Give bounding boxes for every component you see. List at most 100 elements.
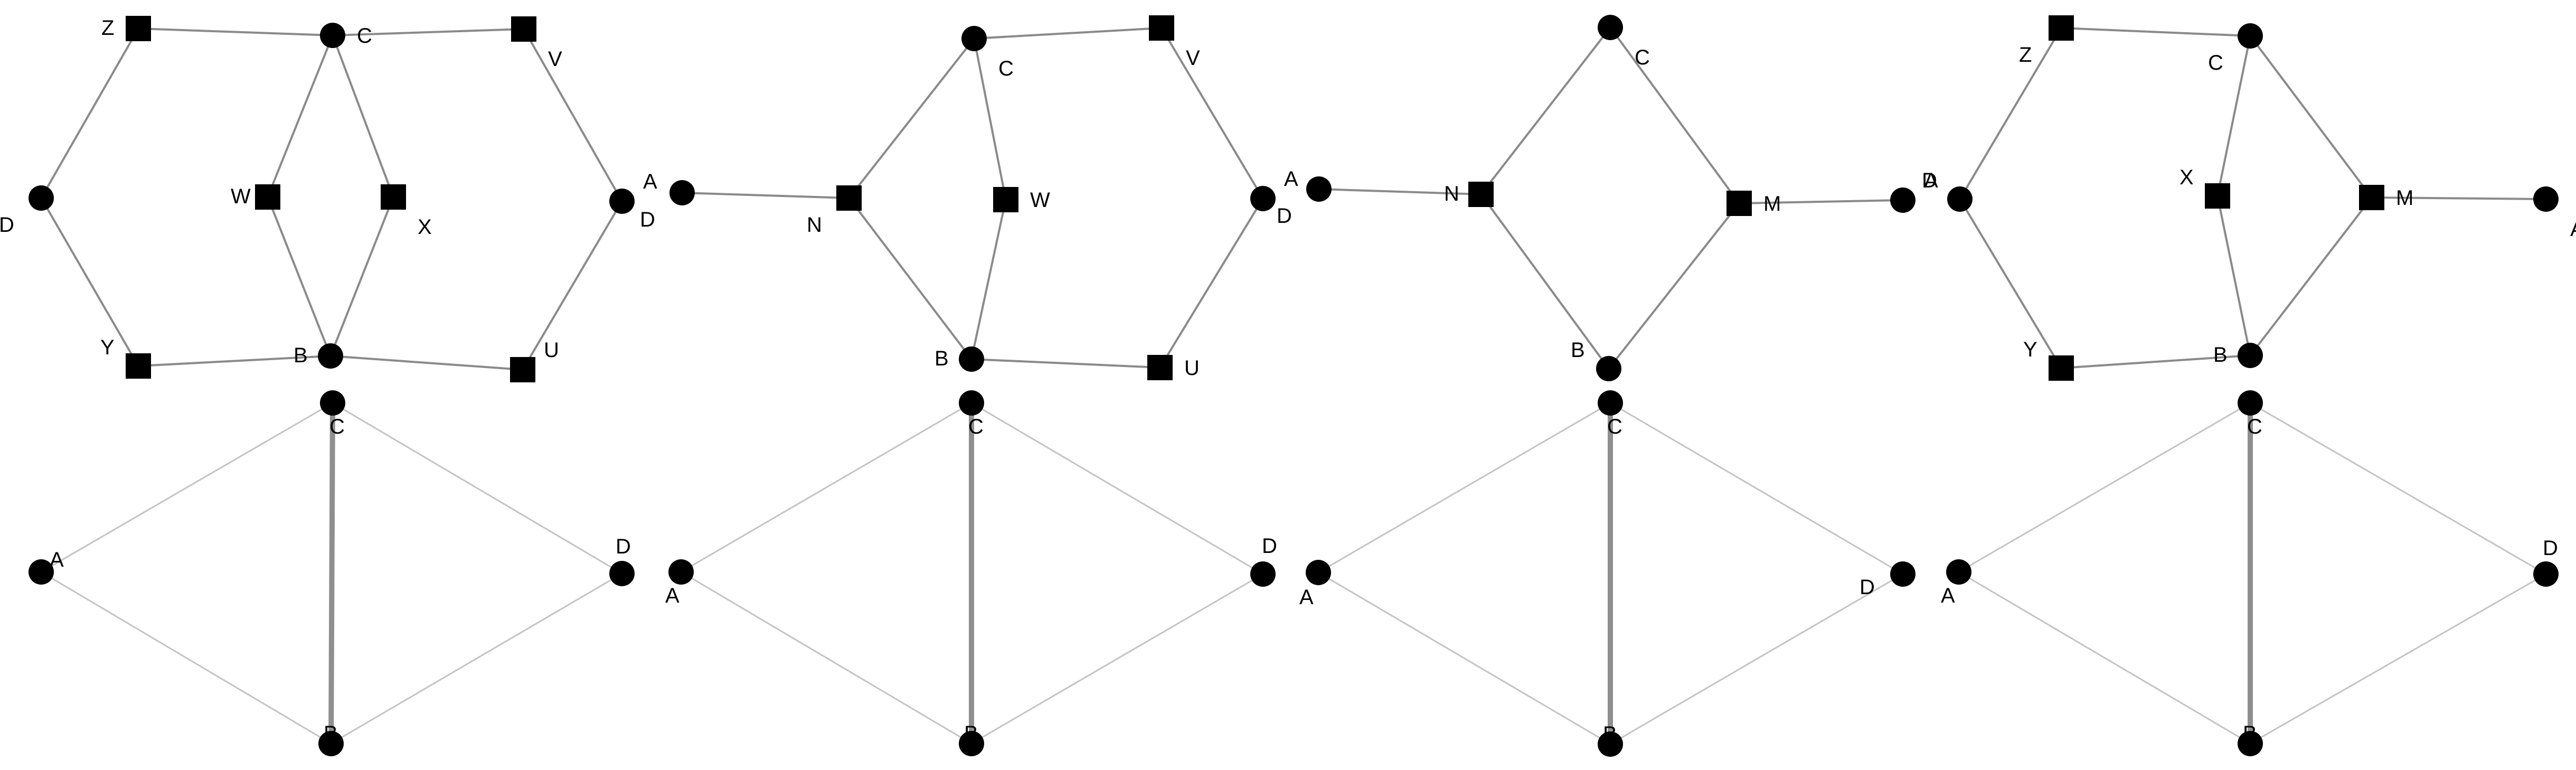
node-label-C: C <box>1635 46 1650 69</box>
node-label-D: D <box>1277 204 1292 228</box>
node-label-D: D <box>616 535 631 558</box>
node-A-circle <box>2533 186 2559 212</box>
edge-N-B <box>1480 193 1610 370</box>
node-N-square <box>1468 182 1494 207</box>
node-label-C: C <box>968 415 984 438</box>
node-Z-square <box>126 16 151 41</box>
node-label-Y: Y <box>2023 338 2037 361</box>
node-label-D: D <box>640 208 655 231</box>
node-label-U: U <box>544 339 559 362</box>
node-D-circle <box>1250 561 1276 587</box>
edge-C-X <box>2216 35 2251 196</box>
edge-C-A <box>681 402 972 573</box>
node-label-D: D <box>0 213 14 237</box>
edge-A-B <box>1318 571 1611 745</box>
node-C-circle <box>320 23 345 48</box>
node-B-circle <box>318 731 344 756</box>
node-label-A: A <box>1299 586 1314 609</box>
edge-Z-C <box>2061 27 2251 37</box>
node-A-circle <box>668 559 694 585</box>
edge-M-B <box>1608 202 1740 370</box>
edge-Y-B <box>138 355 331 367</box>
node-B-circle <box>318 343 343 369</box>
node-W-square <box>255 184 280 210</box>
edge-D-B <box>331 572 622 745</box>
edge-M-A <box>2371 196 2546 200</box>
node-D-circle <box>1306 176 1332 202</box>
node-label-B: B <box>935 347 949 370</box>
edge-C-D <box>1610 402 1903 575</box>
node-B-circle <box>959 731 984 756</box>
edge-Z-D <box>1959 27 2062 200</box>
node-label-B: B <box>294 344 308 367</box>
edge-M-B <box>2249 196 2373 356</box>
node-Y-square <box>2049 355 2074 381</box>
node-label-A: A <box>2570 218 2576 241</box>
edge-W-B <box>970 199 1007 360</box>
edge-C-D <box>971 402 1263 575</box>
edge-D-N <box>682 192 850 199</box>
node-A-circle <box>609 189 635 214</box>
edge-C-A <box>1958 402 2251 573</box>
node-label-B: B <box>1571 339 1585 362</box>
node-label-A: A <box>1924 169 1938 192</box>
node-label-Z: Z <box>2019 43 2032 67</box>
edge-V-A <box>523 29 623 202</box>
edge-C-B <box>328 402 335 744</box>
node-C-circle <box>1598 390 1623 416</box>
node-label-C: C <box>998 57 1014 80</box>
edge-D-Y <box>40 197 139 367</box>
node-C-circle <box>961 26 987 51</box>
node-label-X: X <box>418 215 432 239</box>
edge-C-N <box>1480 26 1611 195</box>
node-C-circle <box>1598 15 1623 40</box>
node-label-B: B <box>964 722 978 745</box>
node-A-circle <box>1250 186 1276 211</box>
node-label-W: W <box>231 185 251 208</box>
node-label-M: M <box>1763 192 1781 215</box>
node-label-Z: Z <box>101 16 114 40</box>
node-W-square <box>993 187 1018 212</box>
edge-C-A <box>1318 402 1611 574</box>
node-label-W: W <box>1030 189 1050 212</box>
node-D-circle <box>609 561 635 586</box>
edge-V-A <box>1160 27 1264 200</box>
node-label-B: B <box>1603 722 1617 746</box>
edge-X-B <box>2216 195 2251 356</box>
node-label-C: C <box>357 24 372 48</box>
node-A-circle <box>29 559 54 585</box>
node-D-circle <box>29 185 54 211</box>
node-D-circle <box>1947 186 1973 212</box>
node-label-B: B <box>2243 722 2257 745</box>
edge-C-M <box>2249 35 2373 199</box>
node-label-A: A <box>1284 167 1298 191</box>
edge-D-Y <box>1959 198 2062 369</box>
edge-N-C <box>848 37 975 199</box>
node-M-square <box>1726 191 1752 216</box>
node-label-C: C <box>2247 415 2262 438</box>
edge-D-B <box>2250 573 2546 745</box>
node-label-X: X <box>2179 166 2194 189</box>
edge-C-D <box>332 402 622 575</box>
node-B-circle <box>959 346 984 372</box>
edge-A-U <box>1159 198 1264 369</box>
node-U-square <box>1147 355 1173 380</box>
edge-M-A <box>1739 199 1903 204</box>
edge-C-A <box>41 402 333 573</box>
edge-C-V <box>332 28 524 36</box>
node-label-V: V <box>1186 46 1200 70</box>
node-label-A: A <box>50 548 64 571</box>
edge-C-W <box>267 35 334 198</box>
node-Y-square <box>126 353 151 379</box>
node-label-U: U <box>1184 356 1200 380</box>
edge-Z-D <box>40 28 139 199</box>
node-X-square <box>2205 183 2230 209</box>
node-N-square <box>836 185 862 211</box>
